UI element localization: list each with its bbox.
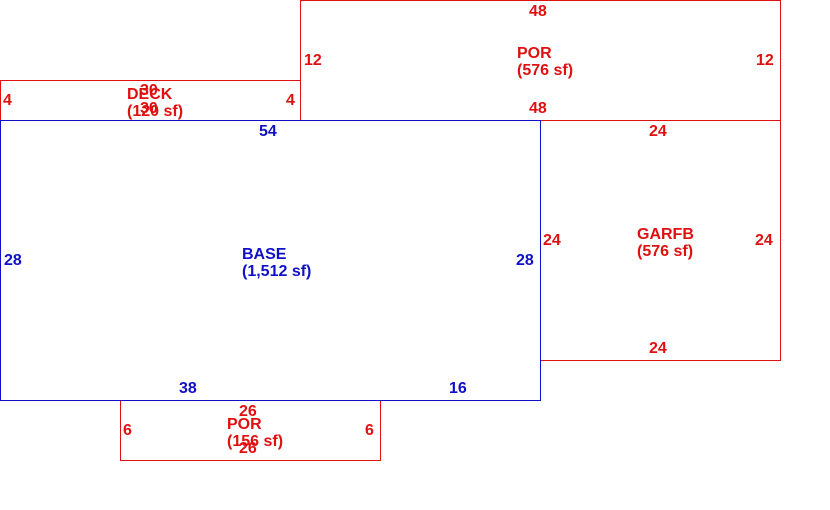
deck-name: DECK xyxy=(127,86,173,103)
por-bottom-bottom-dim: 26 xyxy=(239,440,257,457)
por-bottom-label: POR (156 sf) xyxy=(227,416,283,450)
deck-left-dim: 4 xyxy=(3,92,12,109)
por-top-name: POR xyxy=(517,45,552,62)
garfb-bottom-dim: 24 xyxy=(649,340,667,357)
por-bottom-right-dim: 6 xyxy=(365,422,374,439)
por-bottom-name: POR xyxy=(227,416,262,433)
deck-bottom-dim: 30 xyxy=(140,100,158,117)
base-right-dim: 28 xyxy=(516,252,534,269)
base-area-text: (1,512 sf) xyxy=(242,263,312,280)
base-label: BASE (1,512 sf) xyxy=(242,246,311,280)
por-top-label: POR (576 sf) xyxy=(517,45,573,79)
por-top-top-dim: 48 xyxy=(529,3,547,20)
base-bottom-left-dim: 38 xyxy=(179,380,197,397)
por-bottom-area-text: (156 sf) xyxy=(227,433,284,450)
garfb-left-dim: 24 xyxy=(543,232,561,249)
garfb-label: GARFB (576 sf) xyxy=(637,226,694,260)
por-bottom-left-dim: 6 xyxy=(123,422,132,439)
deck-label: DECK (120 sf) xyxy=(127,86,183,120)
por-top-area-text: (576 sf) xyxy=(517,62,574,79)
garfb-area-text: (576 sf) xyxy=(637,243,694,260)
deck-right-dim: 4 xyxy=(286,92,295,109)
garfb-name: GARFB xyxy=(637,226,694,243)
por-bottom-top-dim: 26 xyxy=(239,403,257,420)
por-top-bottom-dim: 48 xyxy=(529,100,547,117)
base-top-dim: 54 xyxy=(259,123,277,140)
base-area xyxy=(0,120,541,401)
garfb-top-dim: 24 xyxy=(649,123,667,140)
deck-area-text: (120 sf) xyxy=(127,103,184,120)
base-bottom-right-dim: 16 xyxy=(449,380,467,397)
garfb-right-dim: 24 xyxy=(755,232,773,249)
base-name: BASE xyxy=(242,246,287,263)
por-top-right-dim: 12 xyxy=(756,52,774,69)
deck-top-dim: 30 xyxy=(140,82,158,99)
por-top-left-dim: 12 xyxy=(304,52,322,69)
base-left-dim: 28 xyxy=(4,252,22,269)
